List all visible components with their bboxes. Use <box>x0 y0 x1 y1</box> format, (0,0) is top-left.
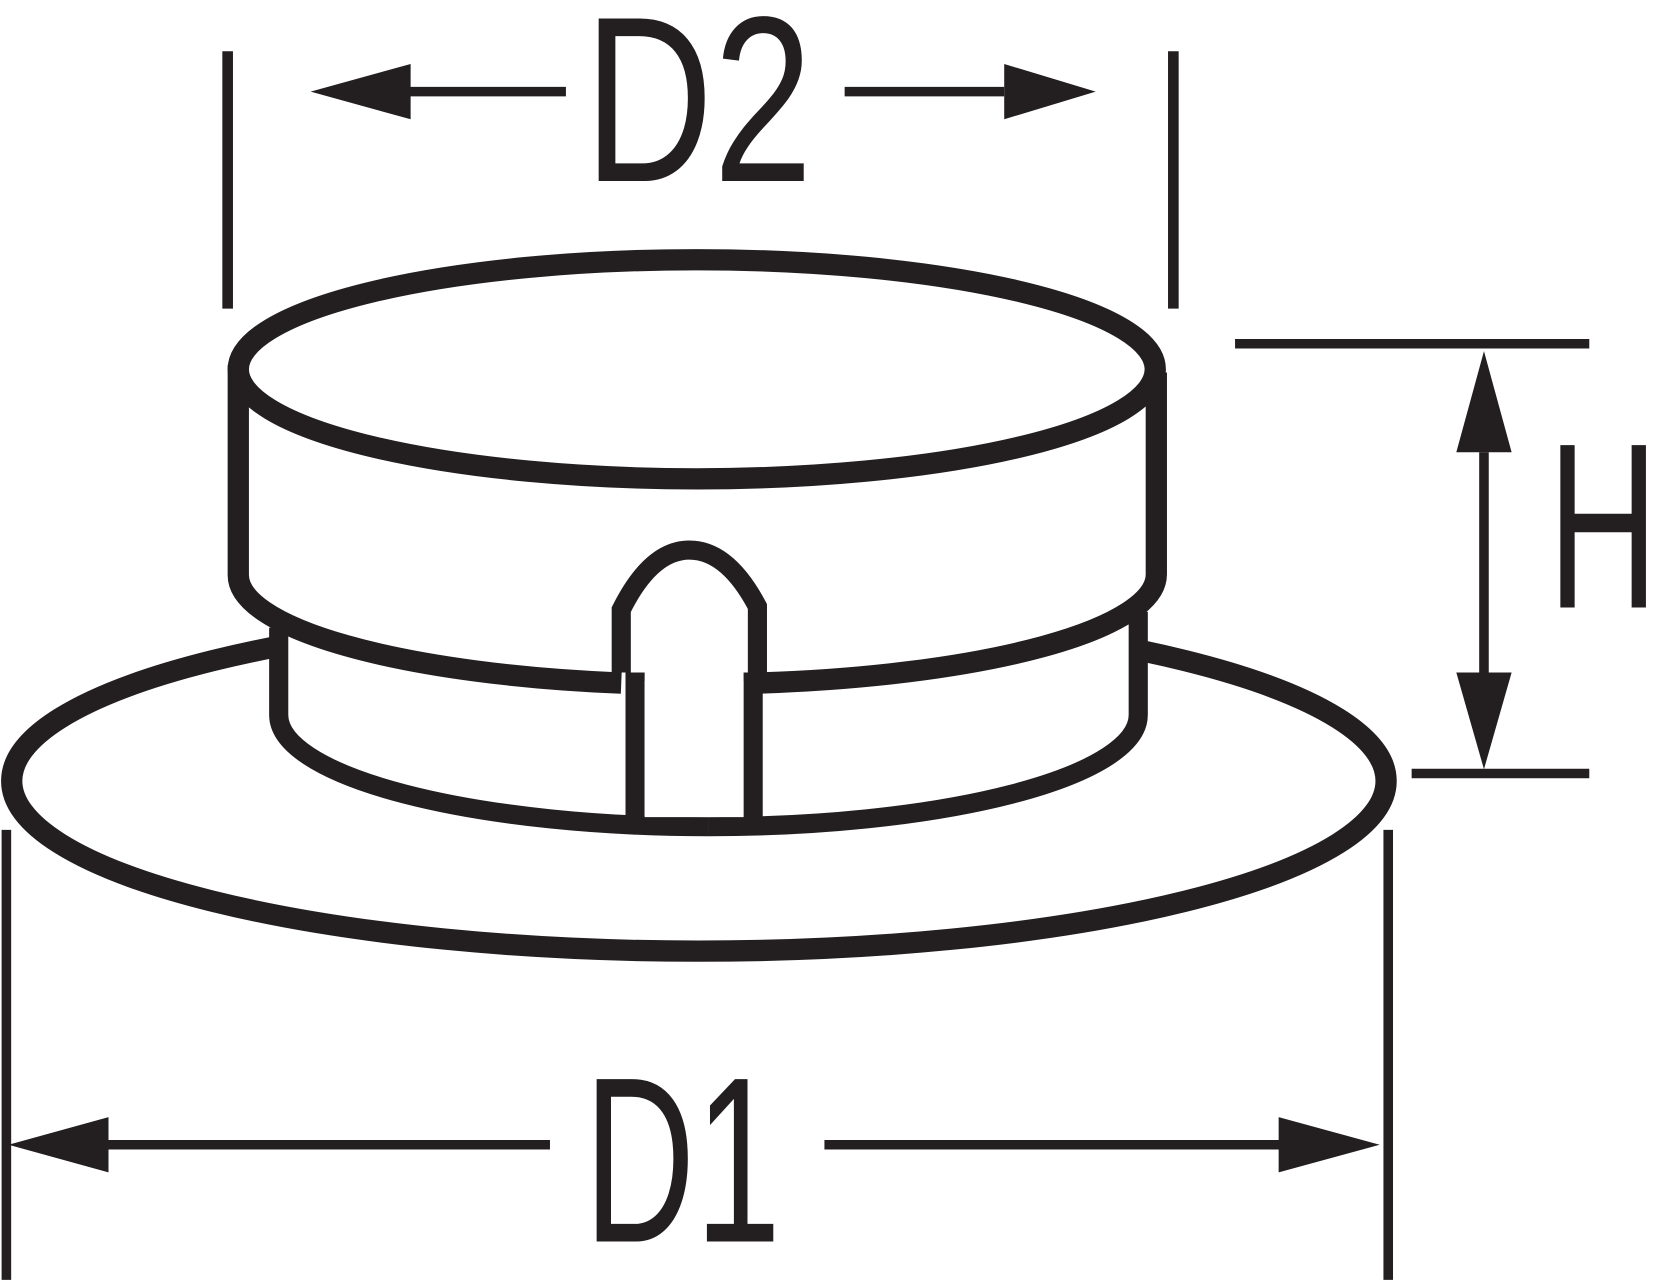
slot <box>611 540 767 673</box>
upper-cylinder <box>238 369 1157 685</box>
top-ellipse <box>227 249 1166 490</box>
d2-arrow-right-icon <box>1004 63 1096 120</box>
label-d2: D2 <box>584 0 813 232</box>
h-arrow-up-icon <box>1456 351 1512 453</box>
label-h: H <box>1548 395 1659 659</box>
d1-arrow-right-icon <box>1278 1117 1380 1173</box>
label-d1: D1 <box>584 1029 781 1280</box>
d1-arrow-left-icon <box>8 1117 109 1173</box>
d2-arrow-left-icon <box>310 63 411 120</box>
h-arrow-down-icon <box>1456 672 1512 770</box>
